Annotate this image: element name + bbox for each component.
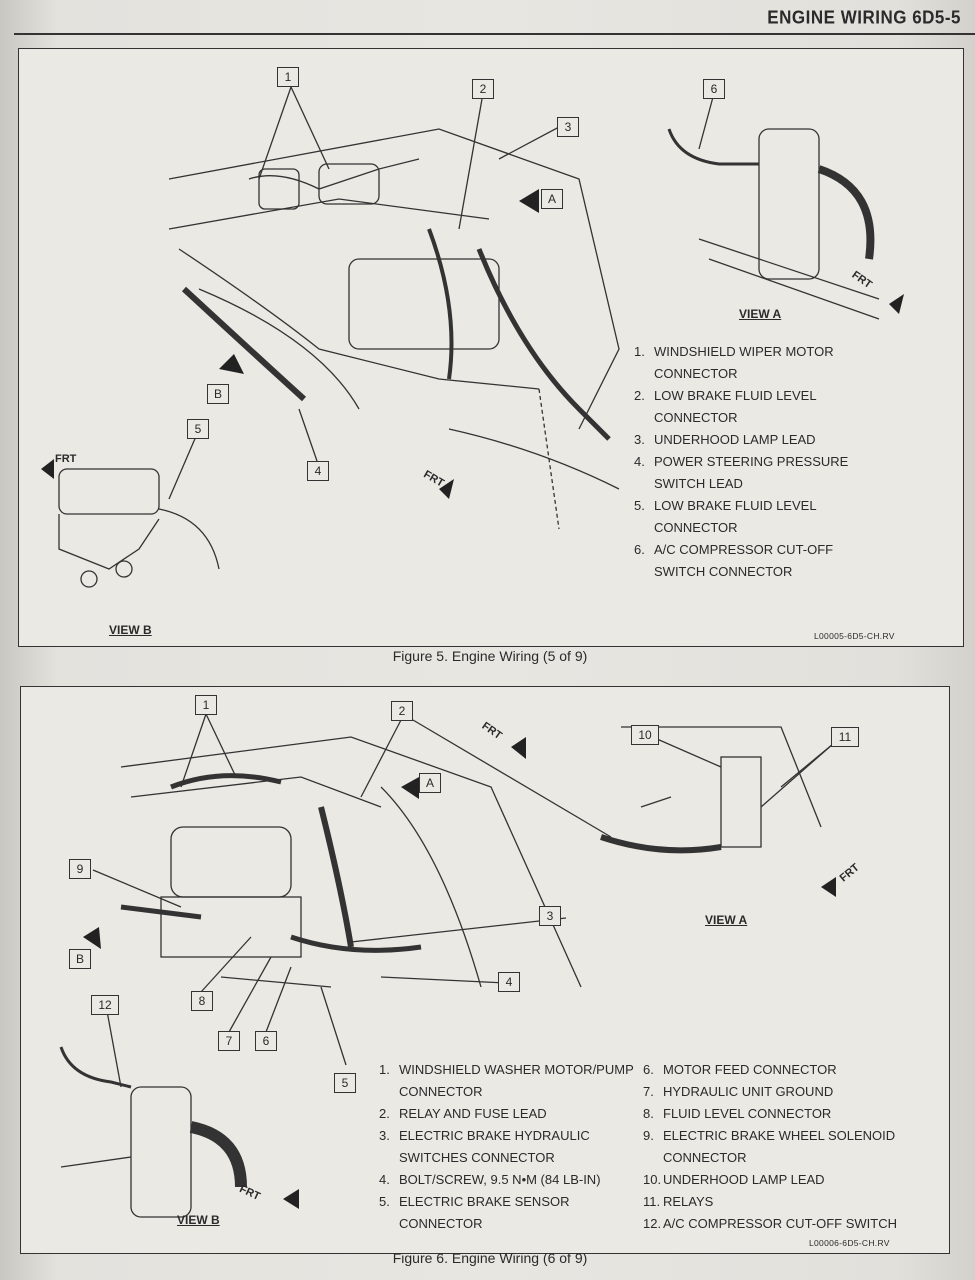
figure-6-legend-left: 1. WINDSHIELD WASHER MOTOR/PUMP CONNECTOR… — [379, 1059, 634, 1235]
callout-5: 5 — [187, 419, 209, 439]
legend-text: FLUID LEVEL CONNECTOR — [663, 1106, 832, 1121]
legend-number: 6. — [634, 542, 645, 557]
legend-text: UNDERHOOD LAMP LEAD — [654, 432, 816, 447]
legend-text: ELECTRIC BRAKE HYDRAULIC SWITCHES CONNEC… — [399, 1128, 590, 1165]
legend-text: BOLT/SCREW, 9.5 N•M (84 LB-IN) — [399, 1172, 601, 1187]
arrow-b-label: B — [207, 384, 229, 404]
legend-number: 3. — [379, 1128, 390, 1143]
legend-text: RELAYS — [663, 1194, 714, 1209]
figure-5-legend: 1. WINDSHIELD WIPER MOTOR CONNECTOR 2. LOW … — [634, 341, 884, 583]
legend-text: ELECTRIC BRAKE WHEEL SOLENOID CONNECTOR — [663, 1128, 896, 1165]
legend-text: WINDSHIELD WASHER MOTOR/PUMP CONNECTOR — [399, 1062, 634, 1099]
legend-item: 2. LOW BRAKE FLUID LEVEL CONNECTOR — [634, 385, 884, 429]
callout-9: 9 — [69, 859, 91, 879]
legend-number: 4. — [379, 1172, 390, 1187]
legend-text: LOW BRAKE FLUID LEVEL CONNECTOR — [654, 498, 817, 535]
legend-item: 6. A/C COMPRESSOR CUT-OFF SWITCH CONNECTO… — [634, 539, 884, 583]
legend-item: 4. POWER STEERING PRESSURE SWITCH LEAD — [634, 451, 884, 495]
view-b-label: VIEW B — [177, 1213, 220, 1227]
callout-8: 8 — [191, 991, 213, 1011]
legend-number: 9. — [643, 1128, 654, 1143]
figure-6-illustration — [59, 713, 836, 1218]
legend-text: ELECTRIC BRAKE SENSOR CONNECTOR — [399, 1194, 570, 1231]
page-header: ENGINE WIRING 6D5-5 — [767, 7, 961, 28]
callout-1: 1 — [195, 695, 217, 715]
callout-5: 5 — [334, 1073, 356, 1093]
callout-6: 6 — [703, 79, 725, 99]
figure-6-code: L00006-6D5-CH.RV — [809, 1238, 890, 1248]
arrow-b-label: B — [69, 949, 91, 969]
callout-3: 3 — [557, 117, 579, 137]
legend-item: 6. MOTOR FEED CONNECTOR — [643, 1059, 933, 1081]
legend-item: 8. FLUID LEVEL CONNECTOR — [643, 1103, 933, 1125]
legend-item: 3. ELECTRIC BRAKE HYDRAULIC SWITCHES CONN… — [379, 1125, 634, 1169]
legend-item: 9. ELECTRIC BRAKE WHEEL SOLENOID CONNECTO… — [643, 1125, 933, 1169]
legend-number: 2. — [634, 388, 645, 403]
legend-text: HYDRAULIC UNIT GROUND — [663, 1084, 834, 1099]
figure-5: 1 2 3 4 5 6 A B FRT FRT FRT VIEW A VIEW … — [18, 48, 964, 647]
figure-5-illustration — [41, 86, 904, 588]
legend-number: 6. — [643, 1062, 654, 1077]
legend-number: 5. — [634, 498, 645, 513]
callout-2: 2 — [472, 79, 494, 99]
legend-item: 2. RELAY AND FUSE LEAD — [379, 1103, 634, 1125]
figure-5-caption: Figure 5. Engine Wiring (5 of 9) — [392, 648, 588, 664]
arrow-a-label: A — [541, 189, 563, 209]
view-a-label: VIEW A — [705, 913, 748, 927]
legend-item: 10.UNDERHOOD LAMP LEAD — [643, 1169, 933, 1191]
legend-number: 7. — [643, 1084, 654, 1099]
legend-text: A/C COMPRESSOR CUT-OFF SWITCH CONNECTOR — [654, 542, 834, 579]
callout-4: 4 — [307, 461, 329, 481]
legend-number: 3. — [634, 432, 645, 447]
legend-number: 10. — [643, 1172, 662, 1187]
legend-text: POWER STEERING PRESSURE SWITCH LEAD — [654, 454, 849, 491]
legend-number: 1. — [634, 344, 645, 359]
view-b-label: VIEW B — [109, 623, 152, 637]
legend-text: WINDSHIELD WIPER MOTOR CONNECTOR — [654, 344, 834, 381]
legend-text: MOTOR FEED CONNECTOR — [663, 1062, 837, 1077]
legend-item: 1. WINDSHIELD WASHER MOTOR/PUMP CONNECTOR — [379, 1059, 634, 1103]
callout-12: 12 — [91, 995, 119, 1015]
callout-6: 6 — [255, 1031, 277, 1051]
callout-2: 2 — [391, 701, 413, 721]
callout-3: 3 — [539, 906, 561, 926]
legend-item: 3. UNDERHOOD LAMP LEAD — [634, 429, 884, 451]
header-rule — [14, 33, 975, 35]
frt-label-view-b: FRT — [55, 453, 77, 465]
legend-item: 4. BOLT/SCREW, 9.5 N•M (84 LB-IN) — [379, 1169, 634, 1191]
view-a-label: VIEW A — [739, 307, 782, 321]
callout-10: 10 — [631, 725, 659, 745]
legend-number: 4. — [634, 454, 645, 469]
arrow-a-label: A — [419, 773, 441, 793]
legend-text: LOW BRAKE FLUID LEVEL CONNECTOR — [654, 388, 817, 425]
callout-1: 1 — [277, 67, 299, 87]
figure-6-legend-right: 6. MOTOR FEED CONNECTOR 7. HYDRAULIC UNIT G… — [643, 1059, 933, 1235]
legend-number: 2. — [379, 1106, 390, 1121]
callout-11: 11 — [831, 727, 859, 747]
callout-4: 4 — [498, 972, 520, 992]
figure-6: 1 2 3 4 5 6 7 8 9 10 11 12 A B FRT FRT F… — [20, 686, 950, 1254]
figure-5-code: L00005-6D5-CH.RV — [814, 631, 895, 641]
legend-item: 11.RELAYS — [643, 1191, 933, 1213]
legend-number: 1. — [379, 1062, 390, 1077]
legend-item: 1. WINDSHIELD WIPER MOTOR CONNECTOR — [634, 341, 884, 385]
legend-number: 11. — [643, 1194, 661, 1209]
legend-item: 5. ELECTRIC BRAKE SENSOR CONNECTOR — [379, 1191, 634, 1235]
legend-number: 12. — [643, 1216, 662, 1231]
legend-text: UNDERHOOD LAMP LEAD — [663, 1172, 825, 1187]
figure-6-caption: Figure 6. Engine Wiring (6 of 9) — [392, 1250, 588, 1266]
callout-7: 7 — [218, 1031, 240, 1051]
legend-text: A/C COMPRESSOR CUT-OFF SWITCH — [663, 1216, 897, 1231]
legend-item: 5. LOW BRAKE FLUID LEVEL CONNECTOR — [634, 495, 884, 539]
legend-item: 12.A/C COMPRESSOR CUT-OFF SWITCH — [643, 1213, 933, 1235]
legend-item: 7. HYDRAULIC UNIT GROUND — [643, 1081, 933, 1103]
legend-text: RELAY AND FUSE LEAD — [399, 1106, 547, 1121]
legend-number: 5. — [379, 1194, 390, 1209]
legend-number: 8. — [643, 1106, 654, 1121]
